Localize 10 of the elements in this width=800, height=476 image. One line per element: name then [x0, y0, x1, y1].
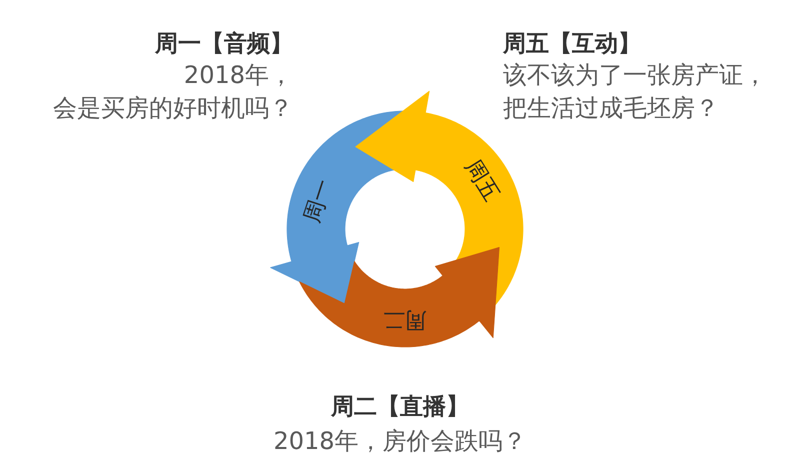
day-heading: 周五【互动】 [503, 30, 641, 59]
arrow-label: 周二 [383, 308, 427, 330]
description-text: 该不该为了一张房产证，把生活过成毛坯房？ [503, 60, 768, 124]
description-text: 2018年，房价会跌吗？ [273, 426, 527, 457]
arrow-label: 周五 [460, 156, 502, 206]
day-heading: 周二【直播】 [331, 393, 469, 422]
description-text: 会是买房的好时机吗？ [53, 93, 293, 124]
description-text: 2018年， [184, 60, 293, 91]
day-heading: 周一【音频】 [155, 30, 293, 59]
arrow-label: 周一 [302, 176, 337, 226]
